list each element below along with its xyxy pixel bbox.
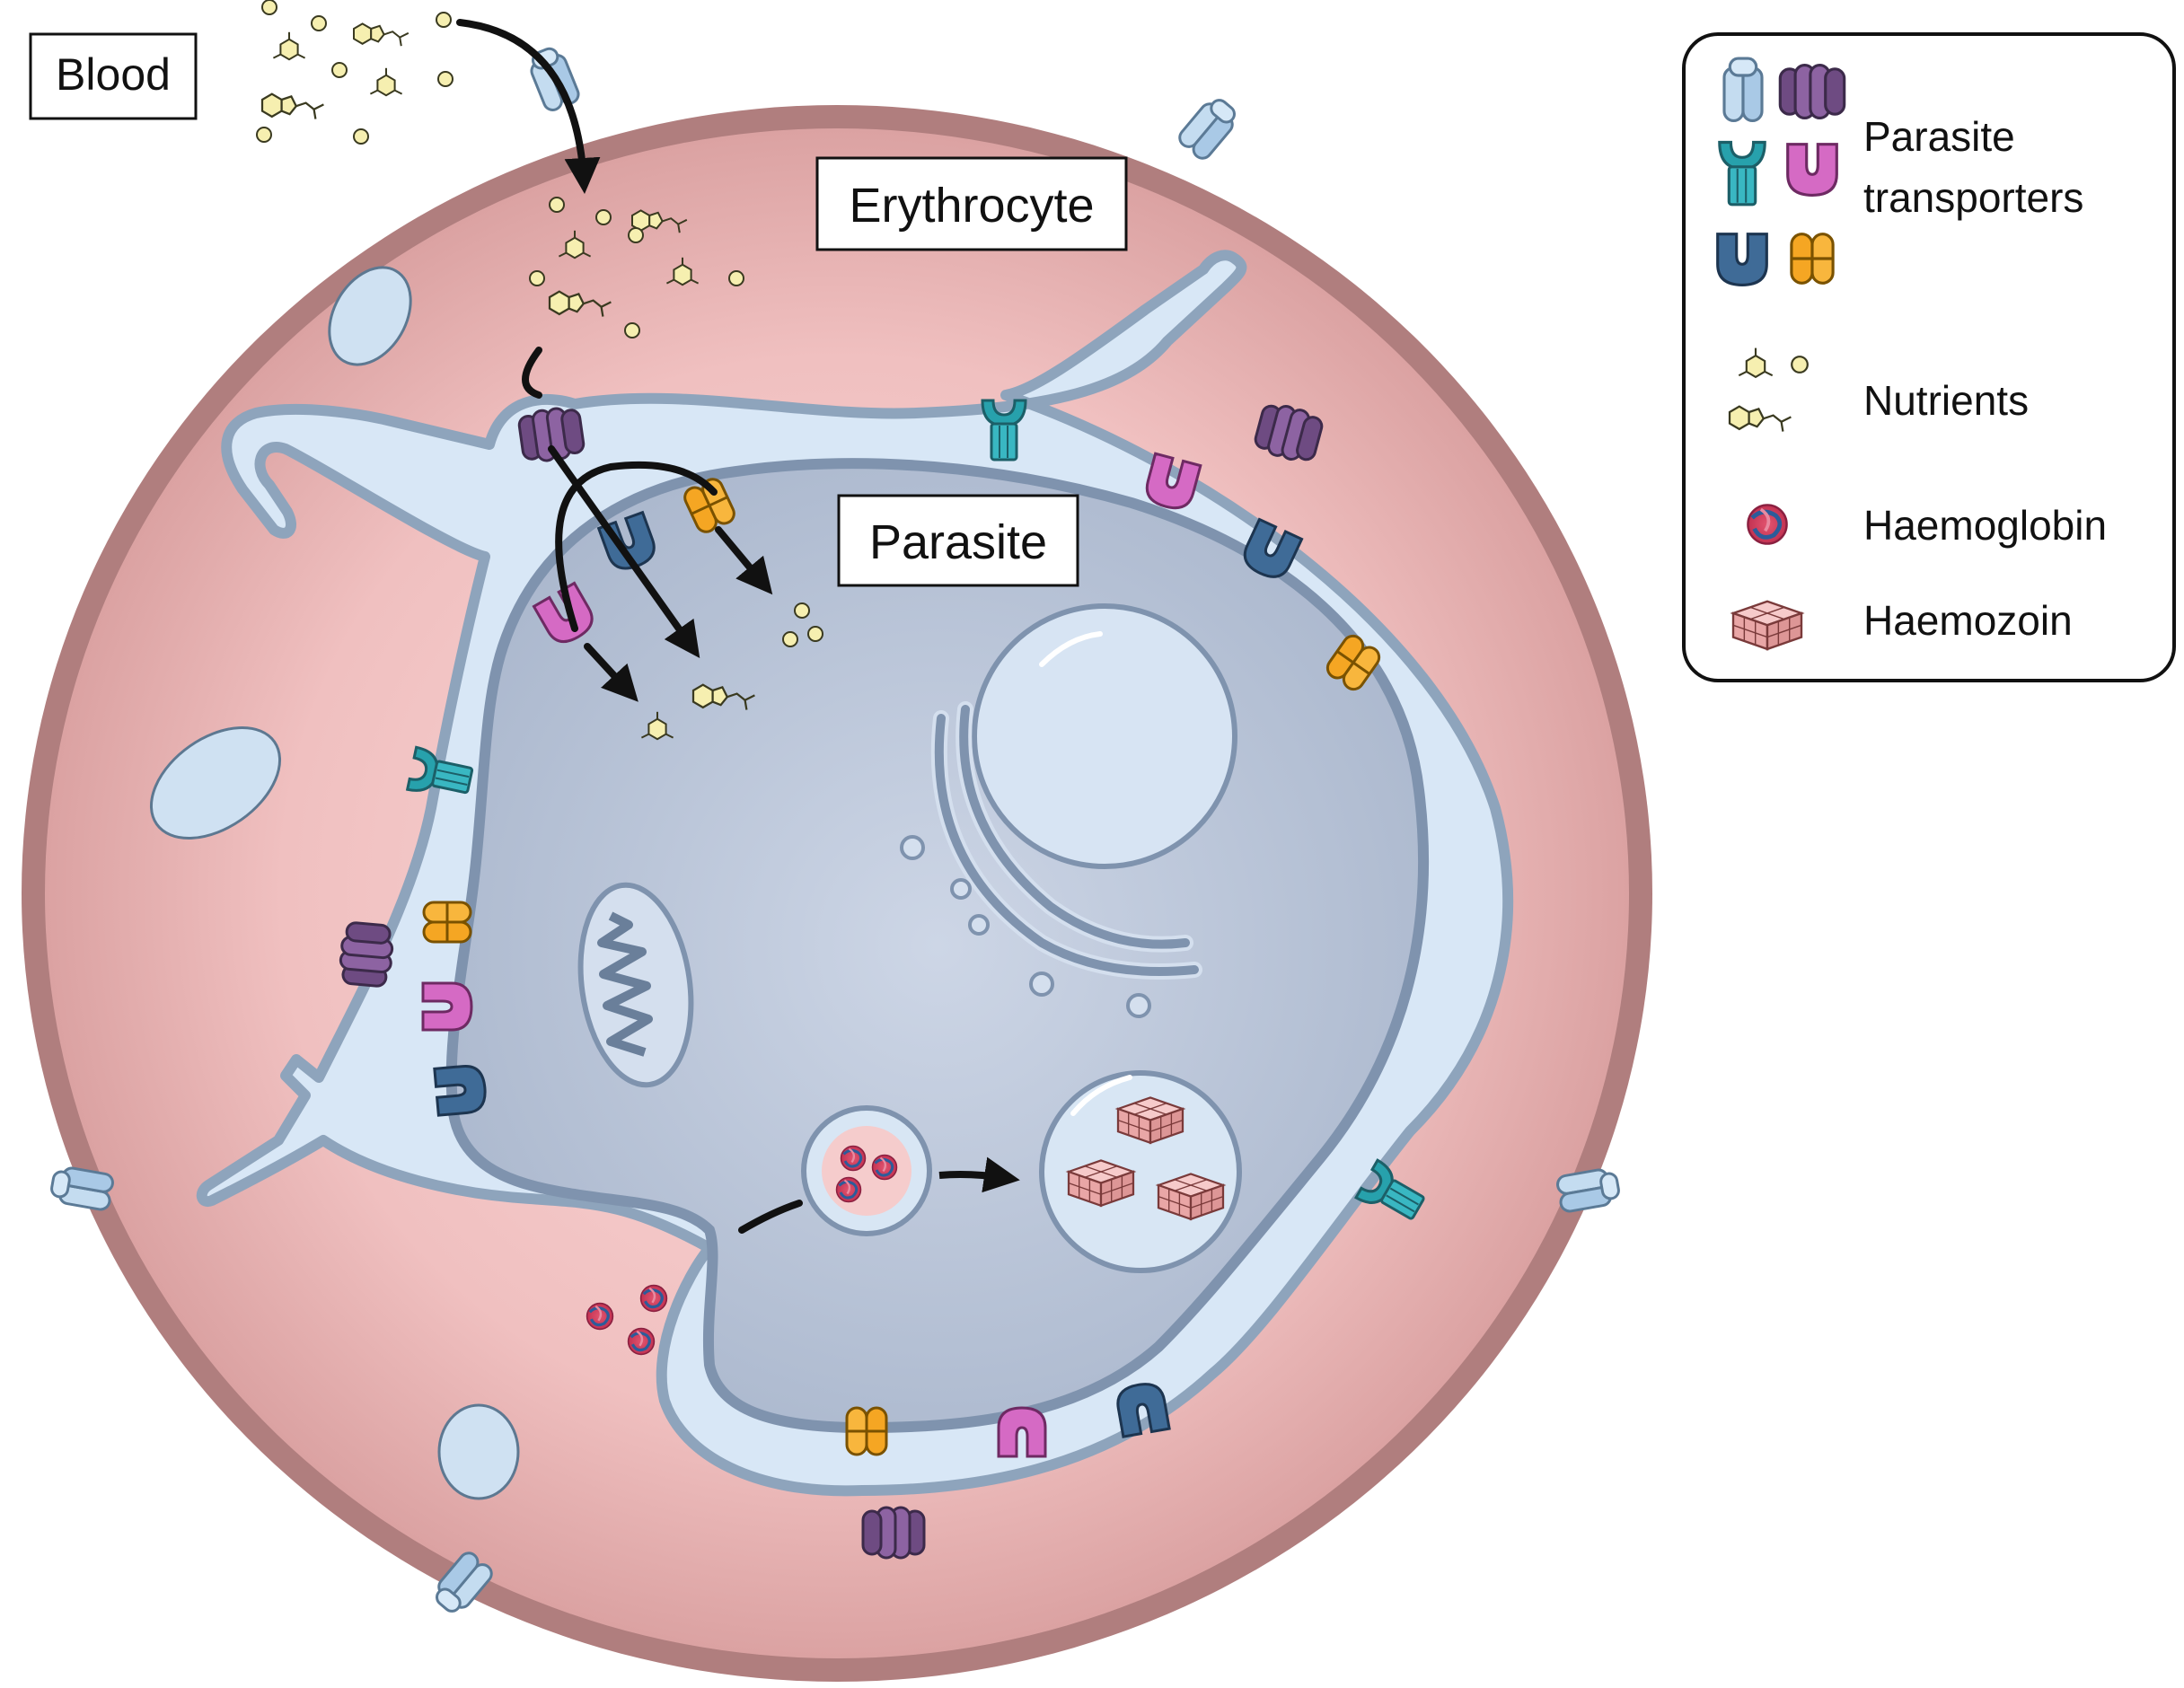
erythrocyte-vesicles: [149, 266, 520, 1500]
legend-haemozoin: Haemozoin: [1863, 597, 2073, 644]
legend-transporters-line1: Parasite: [1863, 113, 2015, 160]
erythrocyte-label: Erythrocyte: [849, 179, 1094, 233]
golgi-vesicles: [900, 835, 1151, 1018]
legend: Parasite transporters Nutrients Haemoglo…: [1682, 32, 2176, 682]
nutrients-blood: [256, 0, 454, 145]
golgi-apparatus: [930, 701, 1202, 980]
transport-arrows: [456, 19, 773, 702]
endocytic-vesicle: [801, 1105, 932, 1236]
legend-transporters-line2: transporters: [1863, 174, 2083, 221]
digestion-arrow: [938, 1156, 1020, 1193]
mitochondrion: [577, 882, 694, 1088]
legend-haemoglobin: Haemoglobin: [1863, 502, 2107, 549]
legend-haemoglobin-icon: [1748, 505, 1786, 543]
digestive-vacuole: [1039, 1070, 1242, 1273]
parasite-label-box: Parasite: [837, 494, 1079, 587]
erythrocyte-label-box: Erythrocyte: [815, 156, 1128, 251]
parasite-label: Parasite: [869, 515, 1047, 569]
legend-nutrients: Nutrients: [1863, 377, 2029, 424]
blood-label-box: Blood: [29, 32, 198, 120]
haemoglobin-uptake-line: [738, 1200, 803, 1234]
blood-label: Blood: [56, 49, 171, 100]
nucleus: [972, 603, 1237, 869]
